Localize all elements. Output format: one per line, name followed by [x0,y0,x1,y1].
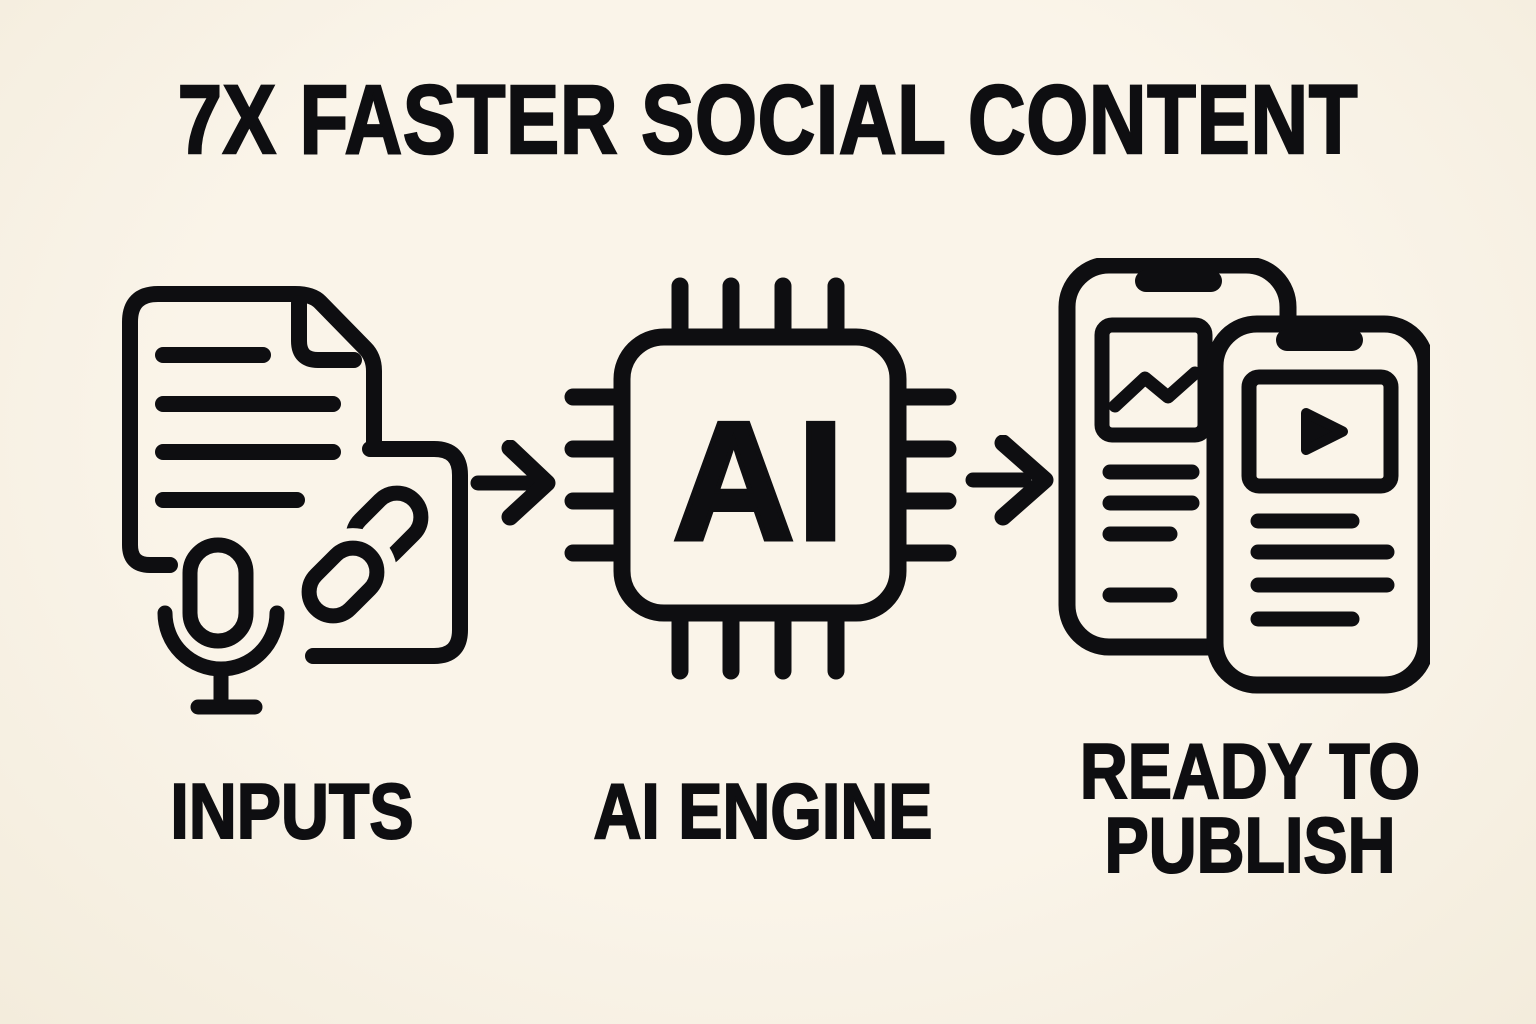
chip-ai-label: AI [673,387,847,575]
step-label-inputs: INPUTS [170,767,415,855]
folded-corner-icon [291,295,362,368]
arrow-right-icon [470,440,556,526]
phone-notch-icon [1276,329,1363,351]
ai-chip-icon: AI [564,277,957,680]
phone-notch-icon [1135,270,1222,292]
document-text-lines [155,347,341,508]
arrow-right-icon [965,435,1054,526]
phone-front-icon [1206,315,1430,694]
chart-line-icon [1108,366,1202,413]
image-post-icon [1094,317,1213,443]
documents-mic-link-icon [122,286,468,715]
step-label-ready-to-publish: READY TO PUBLISH [1079,727,1421,890]
post-text-lines [1250,513,1395,627]
post-text-lines [1102,464,1200,603]
video-post-icon [1241,369,1399,494]
document-icon [122,286,382,573]
step-label-ai-engine: AI ENGINE [593,767,934,855]
chip-body [613,328,907,622]
phones-content-icon [1058,258,1430,694]
chip-pins [564,277,957,680]
page-title: 7X FASTER SOCIAL CONTENT [177,64,1359,176]
microphone-icon [157,537,285,715]
document-back-icon [305,441,468,664]
play-icon [1301,408,1348,455]
chain-link-icon [289,485,429,636]
